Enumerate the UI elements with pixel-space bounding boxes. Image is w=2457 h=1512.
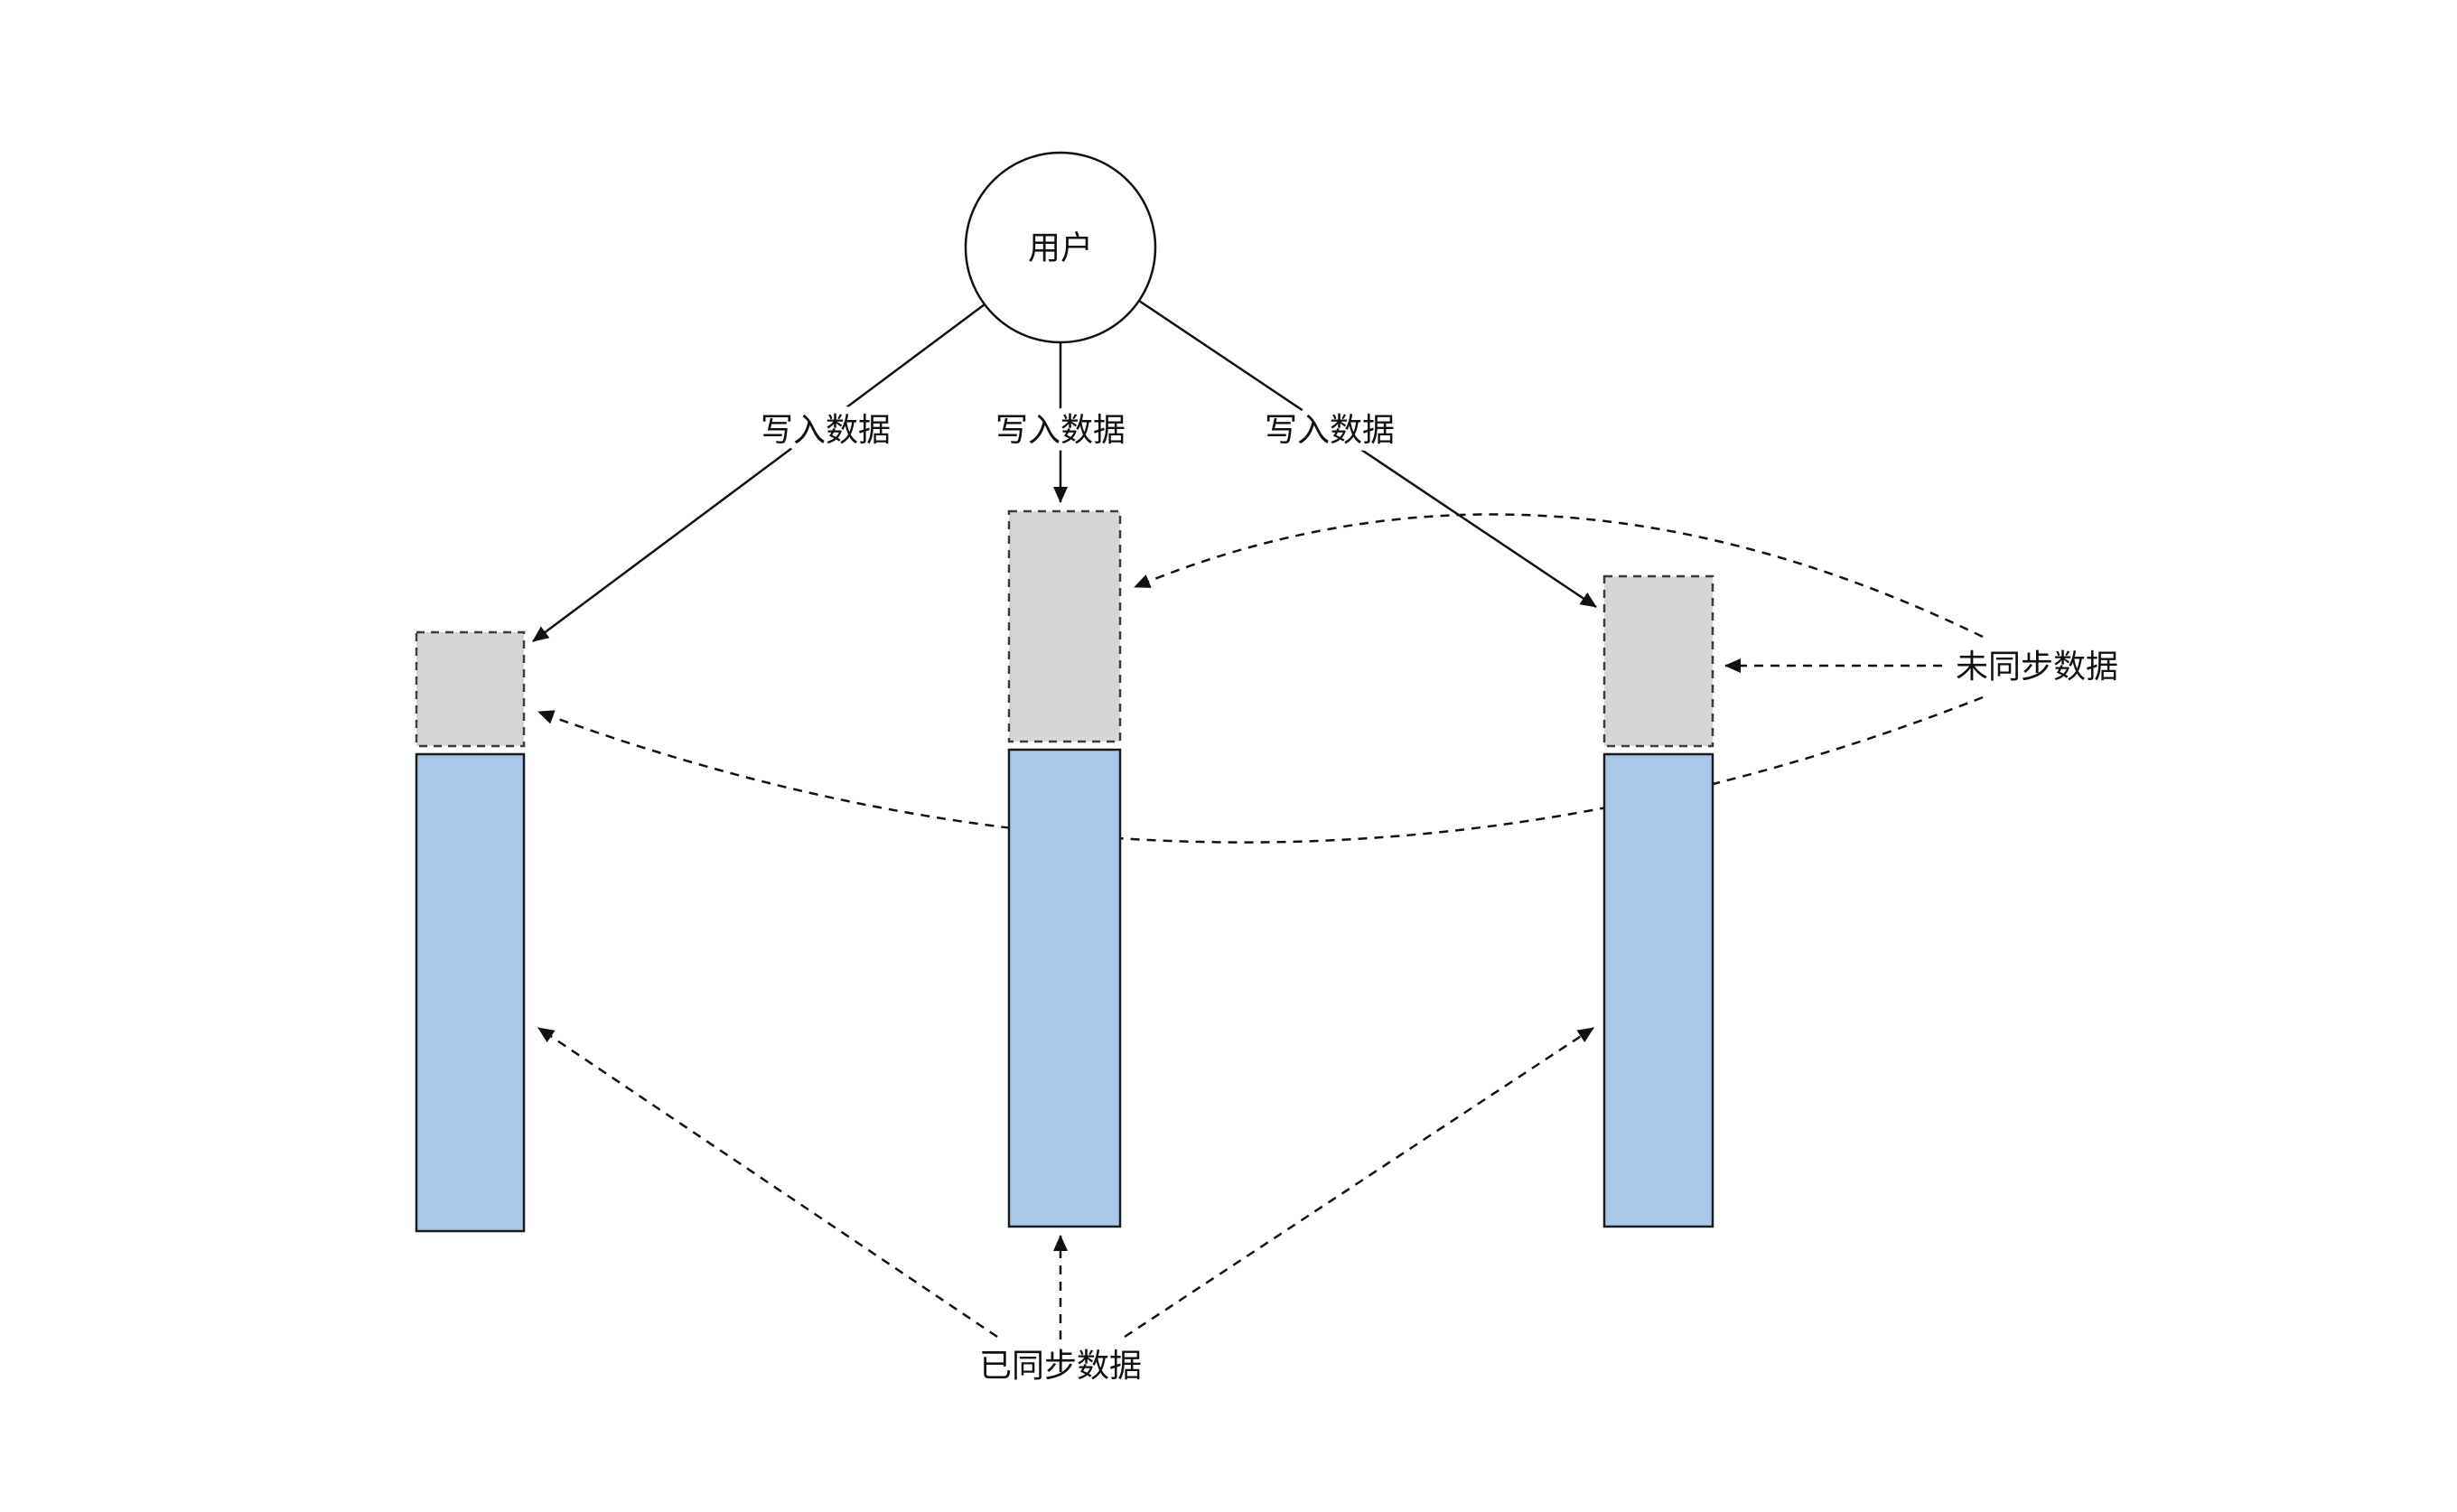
unsynced-block-middle	[1007, 509, 1122, 743]
user-circle	[964, 151, 1157, 344]
write-label-right: 写入数据	[1265, 411, 1395, 448]
unsynced-block-right	[1602, 574, 1714, 748]
unsynced-label: 未同步数据	[1956, 648, 2118, 685]
write-label-middle: 写入数据	[995, 411, 1126, 448]
user-node: 用户	[964, 151, 1157, 344]
synced-block-right	[1602, 752, 1714, 1228]
synced-label: 已同步数据	[979, 1347, 1142, 1384]
unsynced-block-left	[415, 630, 526, 748]
unsynced-arrow-to-middle-replica	[1134, 513, 1984, 639]
write-arrow-left	[532, 303, 986, 643]
replica-right	[1602, 574, 1714, 1228]
write-arrow-right	[1138, 299, 1597, 609]
synced-arrow-to-left-replica	[537, 1026, 998, 1339]
replica-middle	[1007, 509, 1122, 1228]
user-label: 用户	[1028, 229, 1093, 266]
synced-arrow-to-right-replica	[1124, 1026, 1594, 1339]
write-label-left: 写入数据	[761, 411, 891, 448]
synced-block-left	[415, 752, 526, 1233]
unsynced-arrow-to-left-replica	[537, 695, 1984, 844]
replica-left	[415, 630, 526, 1233]
synced-block-middle	[1007, 748, 1122, 1228]
